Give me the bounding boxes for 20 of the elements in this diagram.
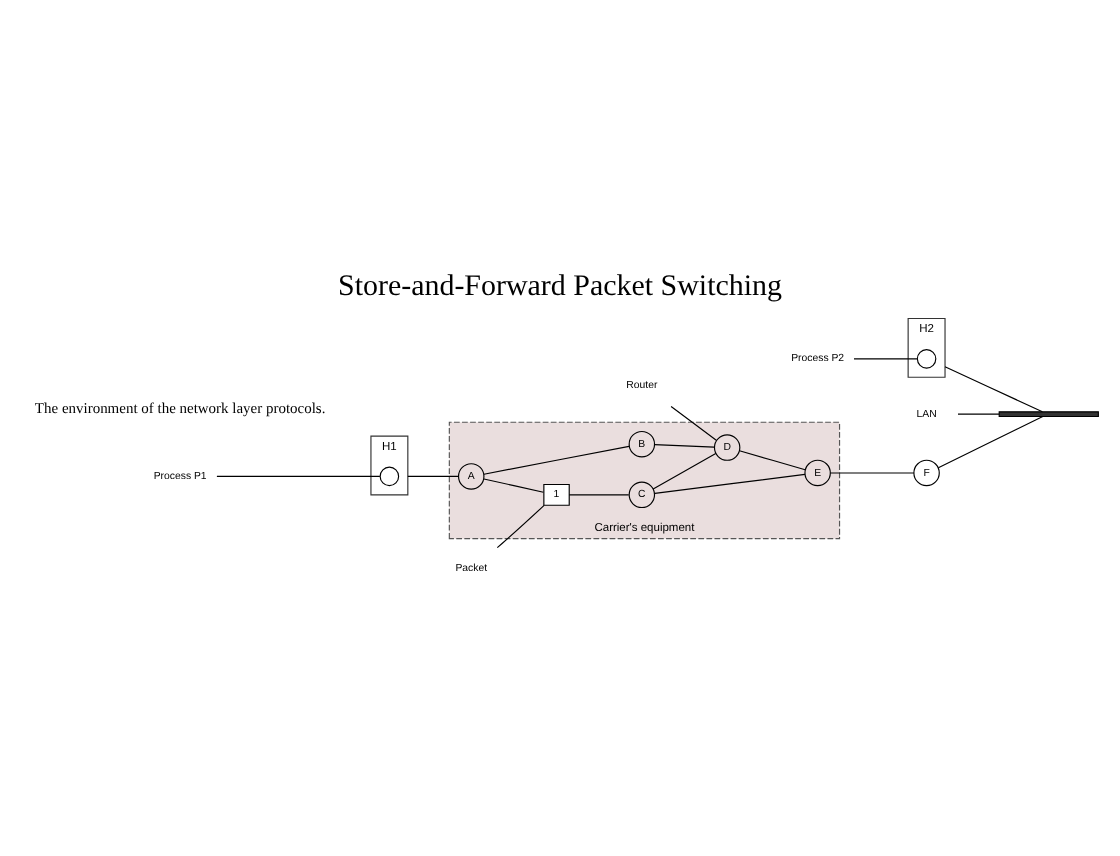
connector bbox=[483, 478, 544, 493]
connector bbox=[216, 475, 381, 477]
diagram-title: Store-and-Forward Packet Switching bbox=[338, 271, 782, 304]
node-circle bbox=[916, 349, 937, 369]
connector bbox=[496, 504, 545, 549]
connector bbox=[670, 405, 718, 442]
connector bbox=[483, 445, 630, 475]
connector bbox=[654, 473, 806, 494]
connector bbox=[830, 472, 915, 474]
connector bbox=[944, 366, 1043, 413]
connector bbox=[853, 358, 918, 360]
connector bbox=[568, 494, 630, 496]
node-circle bbox=[379, 466, 400, 487]
node-bar bbox=[998, 411, 1099, 418]
connector bbox=[957, 413, 1000, 415]
connector bbox=[652, 452, 717, 490]
connector bbox=[653, 444, 715, 448]
connector bbox=[407, 475, 459, 477]
connector bbox=[738, 450, 806, 471]
connector bbox=[937, 415, 1044, 469]
